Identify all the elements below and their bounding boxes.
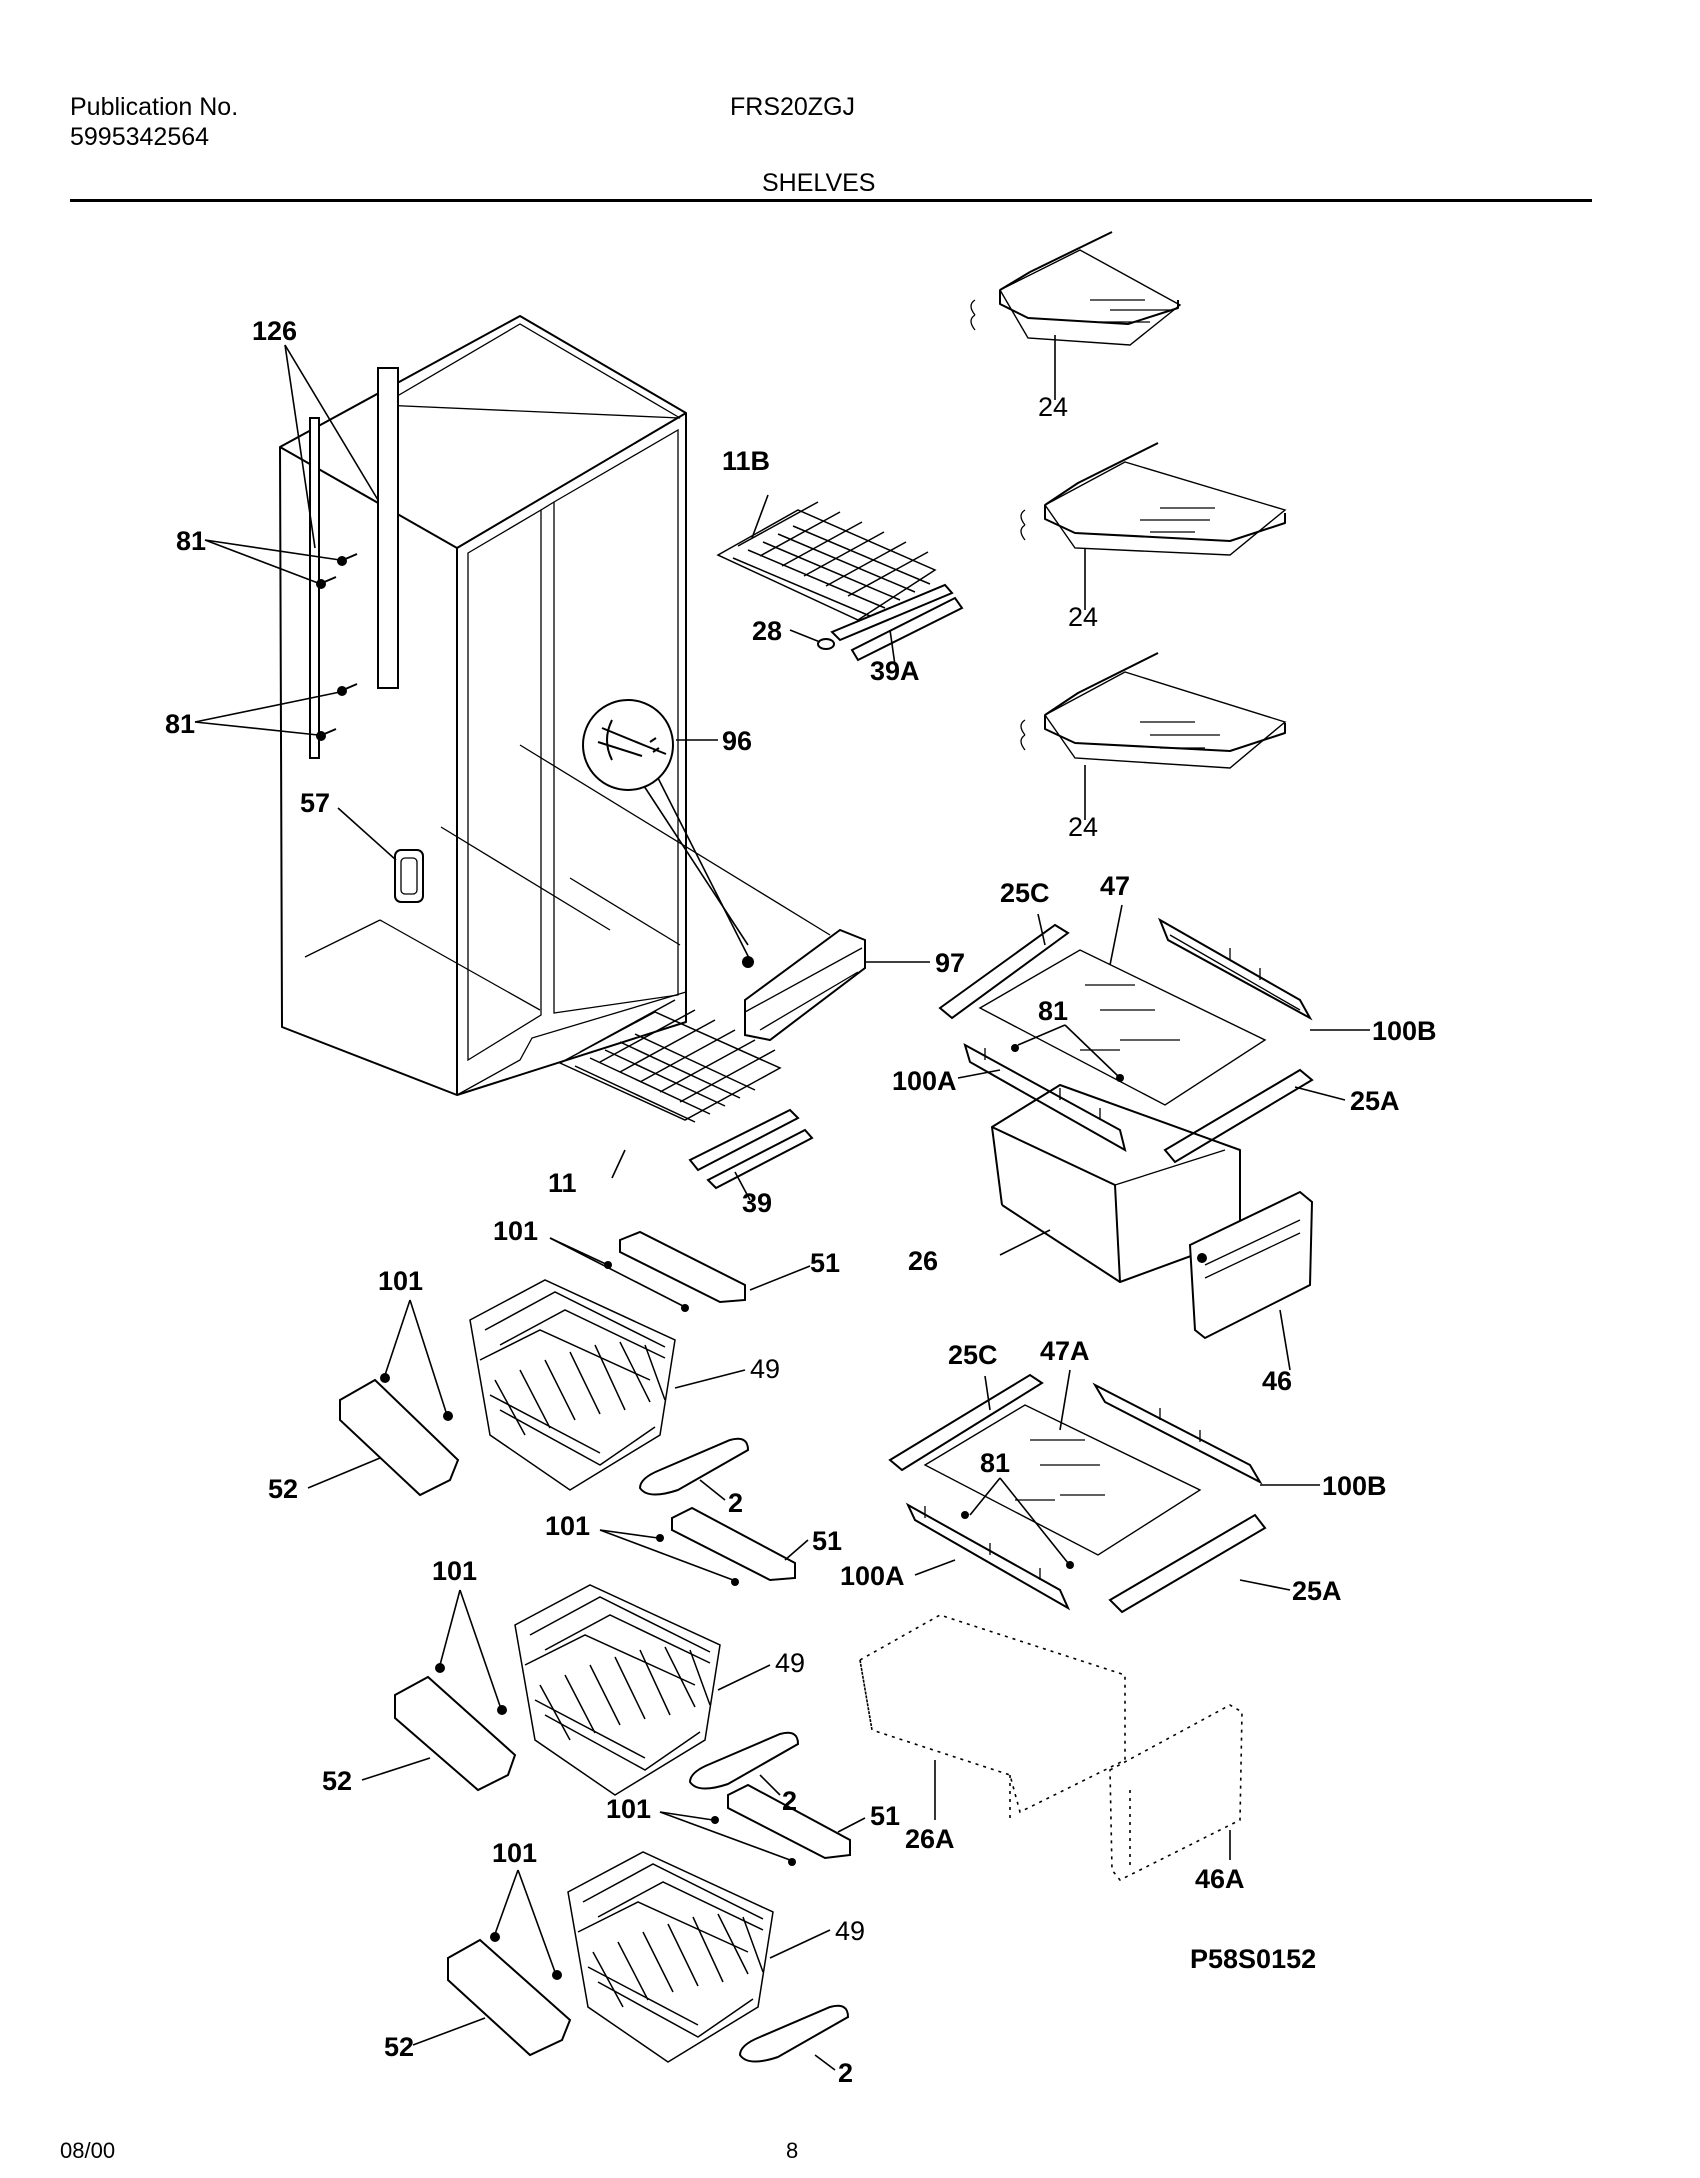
callout-101: 101 bbox=[432, 1556, 477, 1586]
leader-lines bbox=[194, 335, 1370, 2071]
wire-shelf-11 bbox=[558, 999, 814, 1190]
callout-2: 2 bbox=[728, 1488, 743, 1518]
footer-date: 08/00 bbox=[60, 2138, 116, 2163]
callout-39: 39 bbox=[742, 1188, 772, 1218]
wire-shelf-11b bbox=[716, 501, 964, 662]
callout-25c: 25C bbox=[1000, 878, 1050, 908]
callout-24: 24 bbox=[1038, 392, 1068, 422]
glass-shelf-24-c bbox=[1020, 652, 1287, 769]
callout-47a: 47A bbox=[1040, 1336, 1090, 1366]
callout-101: 101 bbox=[378, 1266, 423, 1296]
callout-97: 97 bbox=[935, 948, 965, 978]
callout-81: 81 bbox=[980, 1448, 1010, 1478]
callout-25a: 25A bbox=[1292, 1576, 1342, 1606]
crisper-assembly-upper bbox=[938, 917, 1314, 1340]
callout-46a: 46A bbox=[1195, 1864, 1245, 1894]
page-number: 8 bbox=[786, 2138, 799, 2163]
callout-52: 52 bbox=[322, 1766, 352, 1796]
callout-51: 51 bbox=[812, 1526, 842, 1556]
callout-100a: 100A bbox=[840, 1561, 905, 1591]
callout-96: 96 bbox=[722, 726, 752, 756]
basket-set-upper bbox=[339, 1230, 750, 1497]
callout-81: 81 bbox=[165, 709, 195, 739]
callout-labels: 126 81 81 57 96 97 11B 28 39A 24 24 24 2… bbox=[165, 316, 1437, 2088]
callout-101: 101 bbox=[545, 1511, 590, 1541]
publication-number: 5995342564 bbox=[70, 123, 210, 151]
callout-49: 49 bbox=[835, 1916, 865, 1946]
model-number: FRS20ZGJ bbox=[730, 93, 856, 121]
section-title: SHELVES bbox=[762, 169, 876, 197]
refrigerator-cabinet bbox=[279, 315, 831, 1096]
callout-51: 51 bbox=[810, 1248, 840, 1278]
callout-101: 101 bbox=[606, 1794, 651, 1824]
crisper-track-97 bbox=[742, 928, 866, 1042]
callout-126: 126 bbox=[252, 316, 297, 346]
callout-52: 52 bbox=[384, 2032, 414, 2062]
callout-11b: 11B bbox=[722, 446, 770, 476]
screw-81-group-upper bbox=[316, 553, 358, 589]
callout-49: 49 bbox=[750, 1354, 780, 1384]
callout-100b: 100B bbox=[1322, 1471, 1387, 1501]
basket-set-lower bbox=[447, 1783, 851, 2063]
callout-39a: 39A bbox=[870, 656, 920, 686]
callout-81: 81 bbox=[1038, 996, 1068, 1026]
callout-47: 47 bbox=[1100, 871, 1130, 901]
callout-57: 57 bbox=[300, 788, 330, 818]
diagram-code: P58S0152 bbox=[1190, 1944, 1316, 1974]
callout-24: 24 bbox=[1068, 602, 1098, 632]
callout-51: 51 bbox=[870, 1801, 900, 1831]
callout-101: 101 bbox=[493, 1216, 538, 1246]
callout-2: 2 bbox=[838, 2058, 853, 2088]
callout-81: 81 bbox=[176, 526, 206, 556]
callout-25a: 25A bbox=[1350, 1086, 1400, 1116]
callout-100a: 100A bbox=[892, 1066, 957, 1096]
callout-101: 101 bbox=[492, 1838, 537, 1868]
callout-26: 26 bbox=[908, 1246, 938, 1276]
crisper-assembly-lower bbox=[859, 1373, 1267, 1882]
basket-set-middle bbox=[394, 1506, 800, 1796]
header-rule bbox=[70, 199, 1592, 202]
publication-label: Publication No. bbox=[70, 93, 239, 121]
callout-28: 28 bbox=[752, 616, 782, 646]
callout-11: 11 bbox=[548, 1168, 577, 1198]
glass-shelf-24-a bbox=[970, 231, 1182, 346]
callout-26a: 26A bbox=[905, 1824, 955, 1854]
callout-49: 49 bbox=[775, 1648, 805, 1678]
callout-100b: 100B bbox=[1372, 1016, 1437, 1046]
glass-shelf-24-b bbox=[1020, 442, 1287, 556]
callout-46: 46 bbox=[1262, 1366, 1292, 1396]
callout-24: 24 bbox=[1068, 812, 1098, 842]
callout-2: 2 bbox=[782, 1786, 797, 1816]
callout-25c: 25C bbox=[948, 1340, 998, 1370]
screw-81-group-lower bbox=[316, 683, 358, 741]
callout-52: 52 bbox=[268, 1474, 298, 1504]
